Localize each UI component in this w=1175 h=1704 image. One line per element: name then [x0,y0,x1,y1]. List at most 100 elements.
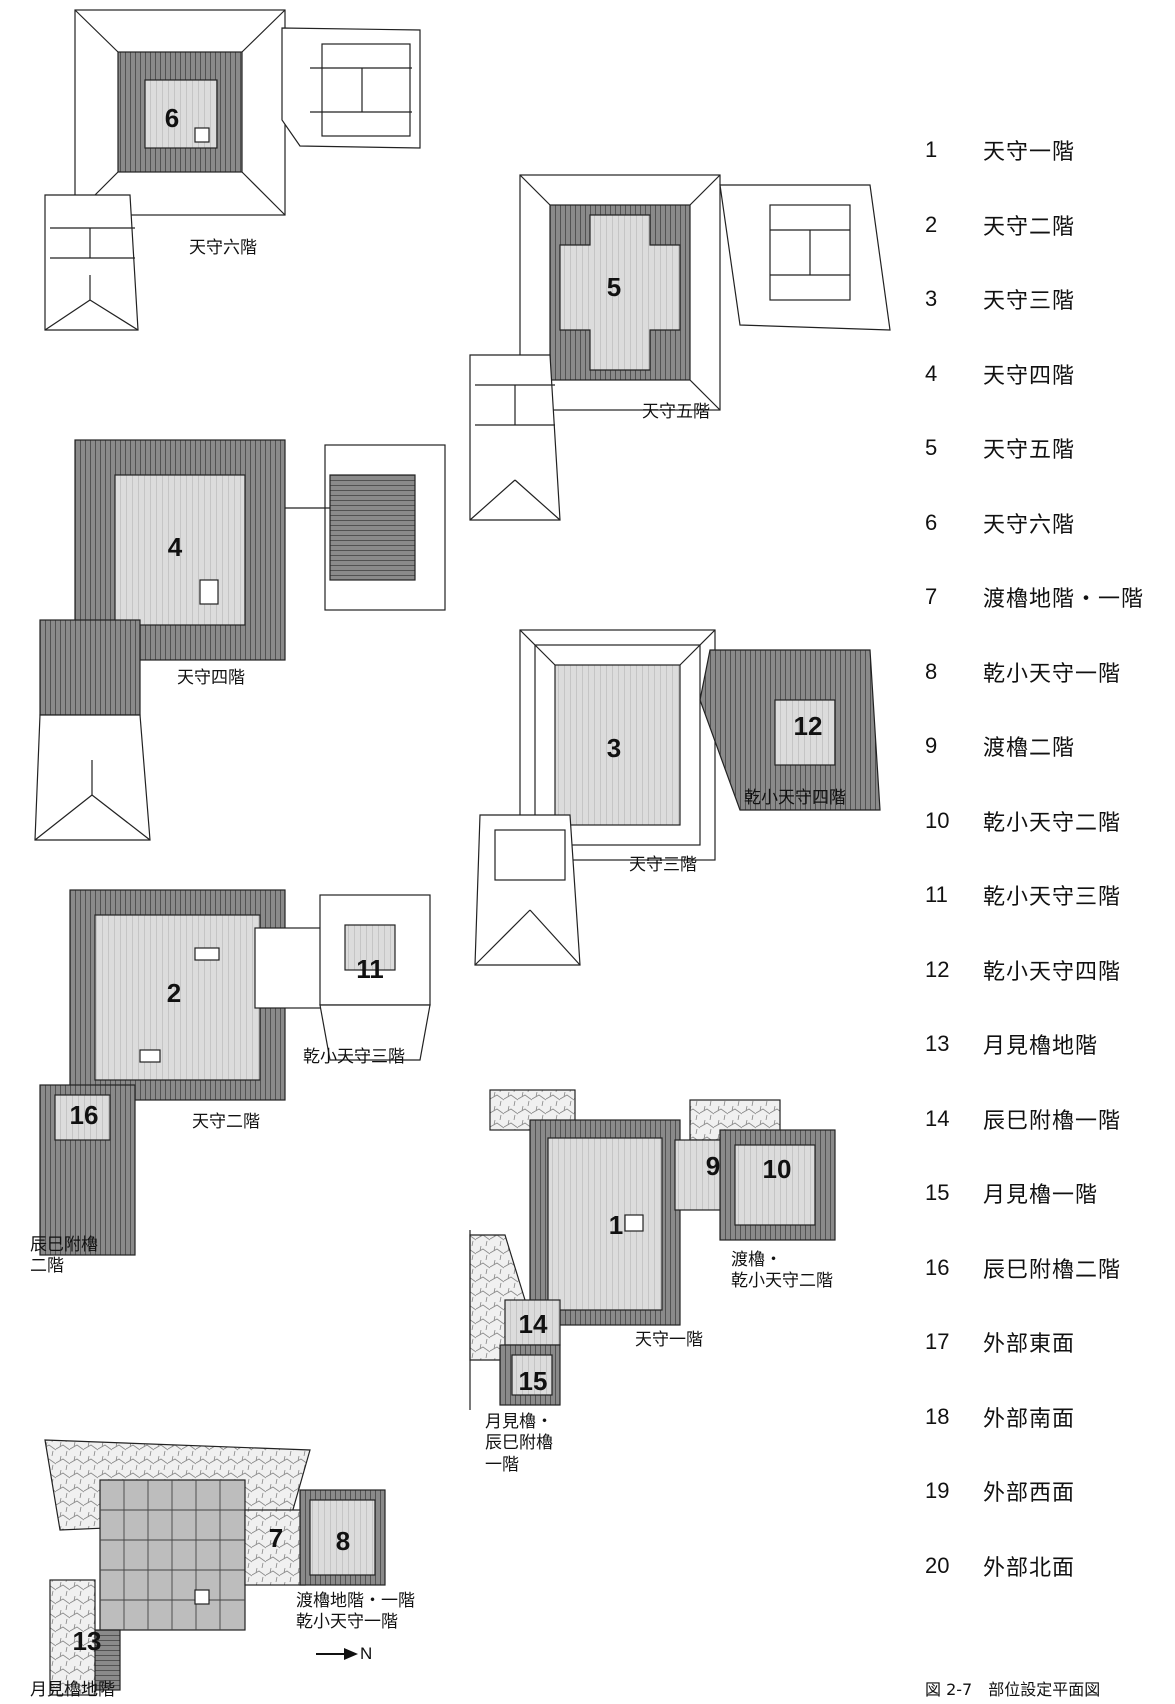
legend-number: 19 [925,1478,950,1503]
legend-number: 13 [925,1031,950,1056]
label-wata-line2: 乾小天守二階 [731,1271,833,1292]
plan-number-15: 15 [519,1366,548,1396]
label-tsuki: 月見櫓・ 辰巳附櫓 一階 [485,1412,553,1476]
legend-number: 10 [925,807,950,833]
legend-name: 乾小天守四階 [983,959,1122,985]
legend-item: 5 天守五階 [925,431,1075,465]
legend-number: 4 [925,360,938,386]
label-wata: 渡櫓・ 乾小天守二階 [731,1250,833,1293]
plan-number-11: 11 [356,954,384,984]
legend-item: 9 渡櫓二階 [925,729,1075,763]
plan-number-8: 8 [336,1526,350,1556]
legend-item: 14 辰巳附櫓一階 [925,1102,1121,1136]
plan-f3 [474,629,881,966]
legend-name: 外部東面 [983,1332,1076,1357]
label-base-line2: 乾小天守一階 [296,1612,398,1633]
plan-number-13: 13 [73,1626,102,1656]
plan-f4 [34,439,446,841]
legend-number: 5 [925,435,938,460]
legend-number: 12 [925,956,950,982]
label-f3: 天守三階 [629,855,697,875]
plan-number-6: 6 [165,103,179,133]
legend-item: 8 乾小天守一階 [925,655,1121,689]
legend-name: 渡櫓地階・一階 [983,587,1145,612]
label-base: 渡櫓地階・一階 乾小天守一階 [296,1591,415,1634]
north-label: N [360,1644,373,1663]
figure-caption: 図 2-7 部位設定平面図 [925,1680,1101,1699]
plan-number-7: 7 [269,1523,283,1553]
legend-name: 乾小天守三階 [983,885,1122,910]
label-inui4: 乾小天守四階 [744,788,846,808]
label-f4: 天守四階 [177,668,245,688]
plan-f6 [44,9,421,331]
plan-f1 [469,1089,836,1410]
legend-name: 外部西面 [983,1481,1076,1506]
legend-item: 2 天守二階 [925,208,1075,242]
legend-number: 1 [925,137,938,162]
label-tsuki-line2: 辰巳附櫓 [485,1433,553,1454]
legend-item: 19 外部西面 [925,1474,1075,1508]
label-tatsumi2-line1: 辰巳附櫓 [30,1235,98,1255]
label-f6: 天守六階 [189,238,257,258]
plan-number-4: 4 [168,532,183,562]
legend-name: 乾小天守一階 [983,661,1122,687]
legend-name: 天守三階 [983,289,1076,314]
plan-number-1: 1 [609,1210,623,1240]
legend-item: 4 天守四階 [925,357,1075,391]
plan-number-16: 16 [70,1100,99,1130]
legend-number: 16 [925,1254,950,1280]
label-inui3: 乾小天守三階 [303,1047,405,1067]
label-tatsumi2: 辰巳附櫓 二階 [30,1235,98,1278]
legend-item: 20 外部北面 [925,1549,1075,1583]
legend-name: 渡櫓二階 [983,736,1076,761]
plan-number-5: 5 [607,272,621,302]
legend-item: 3 天守三階 [925,282,1075,316]
legend-number: 20 [925,1552,950,1578]
legend-number: 14 [925,1105,950,1131]
legend-item: 11 乾小天守三階 [925,878,1121,912]
legend-name: 天守六階 [983,512,1076,538]
legend-name: 外部南面 [983,1406,1076,1432]
legend-name: 天守四階 [983,363,1076,389]
legend-number: 6 [925,509,938,535]
label-base-line1: 渡櫓地階・一階 [296,1591,415,1611]
legend-name: 外部北面 [983,1555,1076,1581]
legend-number: 3 [925,286,938,311]
legend-name: 辰巳附櫓一階 [983,1108,1122,1134]
plan-number-12: 12 [794,711,823,741]
label-wata-line1: 渡櫓・ [731,1250,782,1270]
legend-item: 6 天守六階 [925,506,1075,540]
legend-number: 17 [925,1329,950,1354]
plan-number-3: 3 [607,733,621,763]
legend-item: 1 天守一階 [925,133,1075,167]
legend-item: 7 渡櫓地階・一階 [925,580,1144,614]
north-arrow-icon [316,1648,358,1660]
legend-name: 月見櫓地階 [983,1034,1099,1059]
legend-item: 16 辰巳附櫓二階 [925,1251,1121,1285]
legend-number: 8 [925,658,938,684]
legend-name: 天守五階 [983,438,1076,463]
legend-item: 18 外部南面 [925,1400,1075,1434]
legend-item: 12 乾小天守四階 [925,953,1121,987]
legend-name: 天守二階 [983,214,1076,240]
legend-item: 17 外部東面 [925,1325,1075,1359]
plan-f2 [39,889,431,1256]
legend-name: 辰巳附櫓二階 [983,1257,1122,1283]
label-tsuki-line1: 月見櫓・ [485,1412,553,1432]
label-tatsumi2-line2: 二階 [30,1256,64,1277]
plan-number-9: 9 [706,1151,720,1181]
north-arrow: N [316,1644,372,1664]
legend-number: 7 [925,584,938,609]
label-tsukimi-base: 月見櫓地階 [30,1680,115,1700]
legend-number: 11 [925,882,948,907]
legend-number: 2 [925,211,938,237]
label-f5: 天守五階 [642,402,710,422]
legend-number: 18 [925,1403,950,1429]
plan-number-14: 14 [519,1309,548,1339]
legend-name: 乾小天守二階 [983,810,1122,836]
legend-number: 9 [925,733,938,758]
legend-name: 天守一階 [983,140,1076,165]
legend-name: 月見櫓一階 [983,1183,1099,1208]
